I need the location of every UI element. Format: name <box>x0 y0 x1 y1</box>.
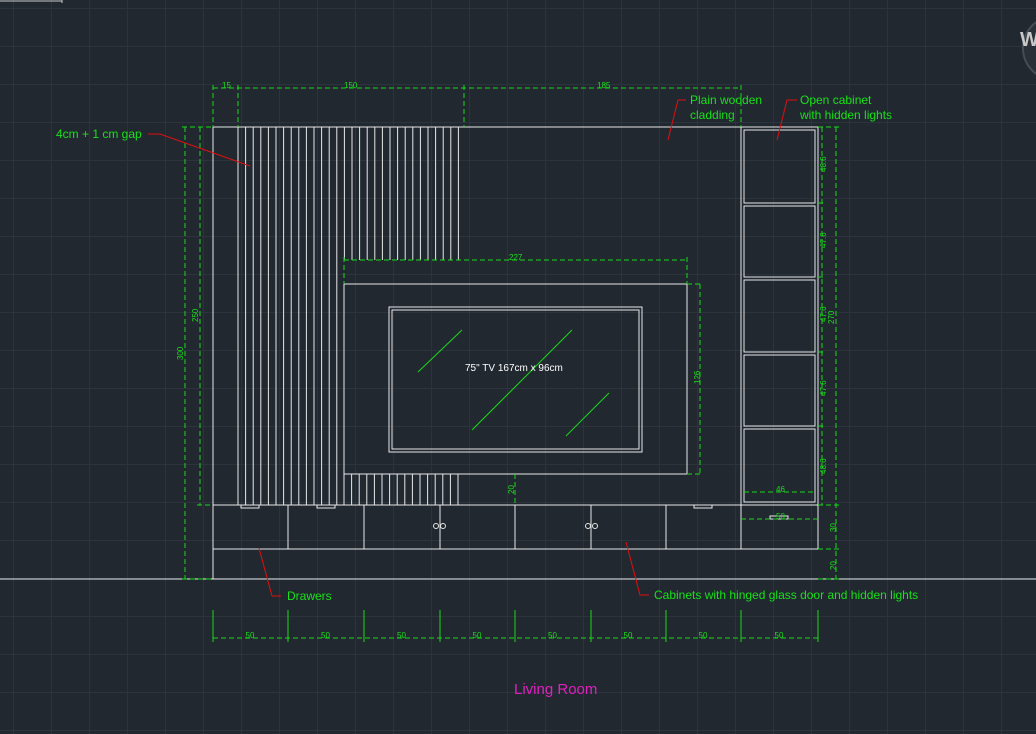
tv-back-panel <box>343 283 688 475</box>
dim-height-300: 300 <box>176 346 185 360</box>
dim-tv-width: 227 <box>509 253 523 262</box>
tv-screen-inner <box>391 309 640 450</box>
dim-height-250: 250 <box>191 308 200 322</box>
dim-top-150: 150 <box>344 81 358 90</box>
label-drawers: Drawers <box>287 589 332 603</box>
dim-right-20: 20 <box>829 561 838 570</box>
dim-tv-height: 126 <box>693 370 702 384</box>
dimension-lines <box>182 85 839 639</box>
bottom-dimension-ticks <box>212 610 819 642</box>
label-glass-cabinets: Cabinets with hinged glass door and hidd… <box>654 588 918 602</box>
vertical-slats-below-tv <box>343 474 459 505</box>
vertical-slats-left <box>237 127 459 505</box>
bottom-dim-label: 50 <box>246 631 255 640</box>
bottom-dim-label: 50 <box>548 631 557 640</box>
label-slat-gap: 4cm + 1 cm gap <box>56 127 142 141</box>
label-plain-cladding-line1: Plain wooden <box>690 93 762 107</box>
dim-cab-50: 50 <box>776 512 785 521</box>
viewcube-icon[interactable]: W <box>1020 16 1036 80</box>
dim-gap-20: 20 <box>507 485 516 494</box>
label-open-cabinet-line1: Open cabinet <box>800 93 872 107</box>
drawing-title: Living Room <box>514 681 597 698</box>
dim-shelf-4: 47.6 <box>819 380 828 396</box>
bottom-dim-label: 50 <box>321 631 330 640</box>
dim-right-270: 270 <box>827 310 836 324</box>
bottom-dim-label: 50 <box>473 631 482 640</box>
viewcube-letter: W <box>1020 29 1036 51</box>
tv-screen-outer <box>388 306 643 453</box>
dim-top-15: 15 <box>222 81 231 90</box>
glass-door-cabinets <box>363 504 667 550</box>
bottom-dimension-labels: 50 50 50 50 50 50 50 50 <box>246 631 784 640</box>
dim-top-185: 185 <box>597 81 611 90</box>
dim-shelf-2: 47.6 <box>819 232 828 248</box>
bottom-dim-label: 50 <box>397 631 406 640</box>
tv-label: 75" TV 167cm x 96cm <box>465 363 563 374</box>
bottom-dim-label: 50 <box>699 631 708 640</box>
open-cabinet <box>740 126 819 550</box>
dim-shelf-1: 48.6 <box>819 156 828 172</box>
label-open-cabinet-line2: with hidden lights <box>799 108 892 122</box>
label-plain-cladding-line2: cladding <box>690 108 735 122</box>
annotation-leaders <box>148 99 797 597</box>
bottom-dim-label: 50 <box>775 631 784 640</box>
dim-shelf-3: 47.6 <box>819 306 828 322</box>
tv-glare-lines <box>417 329 610 437</box>
bottom-dim-label: 50 <box>624 631 633 640</box>
dim-shelf-5: 48.6 <box>819 458 828 474</box>
dim-cab-46: 46 <box>776 485 785 494</box>
dim-right-30: 30 <box>829 523 838 532</box>
